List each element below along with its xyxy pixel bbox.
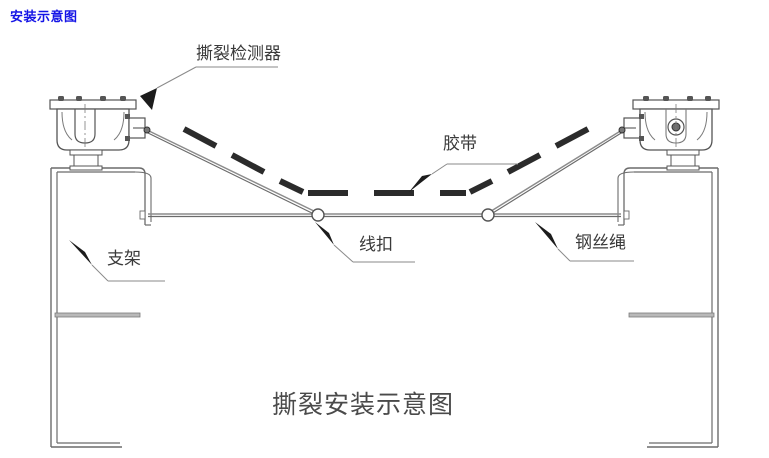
diagram-caption: 撕裂安装示意图 [272,390,455,419]
tear-detector-device-left [49,96,151,171]
support-bracket-right [617,167,719,448]
tear-detector-device-right [618,96,720,171]
label-tear-detector: 撕裂检测器 [196,44,281,64]
label-belt: 胶带 [443,134,477,154]
leader-detector [140,66,278,110]
leader-bracket [69,240,165,282]
steel-wire-rope-diagonal-left [146,129,319,217]
leader-rope [535,222,634,262]
label-steel-wire-rope: 钢丝绳 [575,233,626,253]
steel-wire-rope-horizontal [148,213,621,218]
label-wire-clip: 线扣 [359,235,393,255]
wire-clip-right [481,208,495,222]
label-support-bracket: 支架 [107,249,141,269]
wire-clip-left [311,208,325,222]
conveyor-belt-dashed [182,126,590,196]
page-title: 安装示意图 [10,10,78,25]
leader-clip [315,222,415,263]
support-bracket-left [50,167,152,448]
leader-belt [409,163,518,192]
steel-wire-rope-diagonal-right [487,129,623,217]
